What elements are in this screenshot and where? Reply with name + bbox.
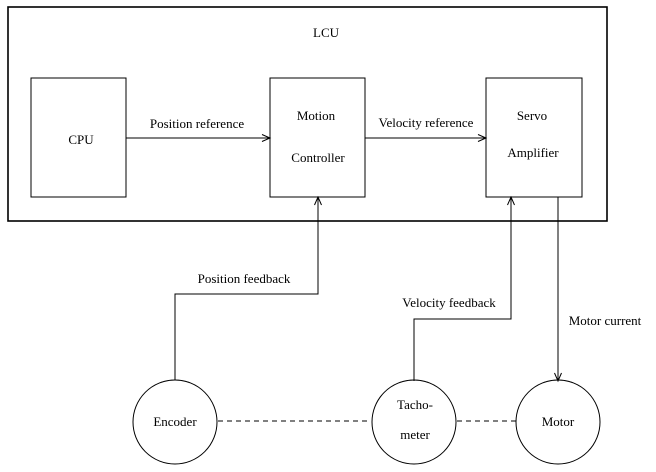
position-feedback-connector: Position feedback — [174, 195, 322, 380]
motor-current-arrowhead — [554, 372, 562, 383]
velocity-feedback-connector: Velocity feedback — [402, 195, 515, 381]
velocity-feedback-line — [413, 197, 512, 381]
encoder-device: Encoder — [132, 379, 218, 465]
motor-current-label: Motor current — [569, 313, 642, 328]
position-feedback-arrowhead — [314, 195, 322, 206]
servo-amplifier-block: Servo Amplifier — [485, 77, 583, 198]
lcu-title: LCU — [313, 25, 340, 40]
position-feedback-label: Position feedback — [198, 271, 291, 286]
velocity-feedback-arrowhead — [507, 195, 515, 206]
motion-controller-block: Motion Controller — [269, 77, 366, 198]
encoder-label: Encoder — [153, 414, 197, 429]
motor-current-connector: Motor current — [554, 197, 642, 383]
motor-device: Motor — [515, 379, 601, 465]
servo-amplifier-box — [485, 77, 583, 198]
velocity-reference-label: Velocity reference — [379, 115, 474, 130]
tachometer-device: Tacho- meter — [371, 379, 457, 465]
tachometer-label-line2: meter — [400, 427, 430, 442]
velocity-reference-connector: Velocity reference — [365, 115, 488, 142]
motion-controller-label-line1: Motion — [297, 108, 336, 123]
cpu-block: CPU — [30, 77, 127, 198]
tachometer-label-line1: Tacho- — [397, 397, 433, 412]
position-feedback-line — [174, 197, 319, 380]
velocity-reference-arrowhead — [477, 134, 488, 142]
servo-amplifier-label-line2: Amplifier — [507, 145, 559, 160]
motion-controller-box — [269, 77, 366, 198]
encoder-circle — [132, 379, 218, 465]
position-reference-label: Position reference — [150, 116, 244, 131]
servo-amplifier-label-line1: Servo — [517, 108, 547, 123]
velocity-feedback-label: Velocity feedback — [402, 295, 496, 310]
cpu-label: CPU — [68, 132, 94, 147]
motion-controller-label-line2: Controller — [291, 150, 345, 165]
motor-label: Motor — [542, 414, 575, 429]
tachometer-circle — [371, 379, 457, 465]
motor-circle — [515, 379, 601, 465]
position-reference-arrowhead — [261, 134, 272, 142]
lcu-enclosure — [7, 6, 608, 222]
position-reference-connector: Position reference — [126, 116, 272, 142]
